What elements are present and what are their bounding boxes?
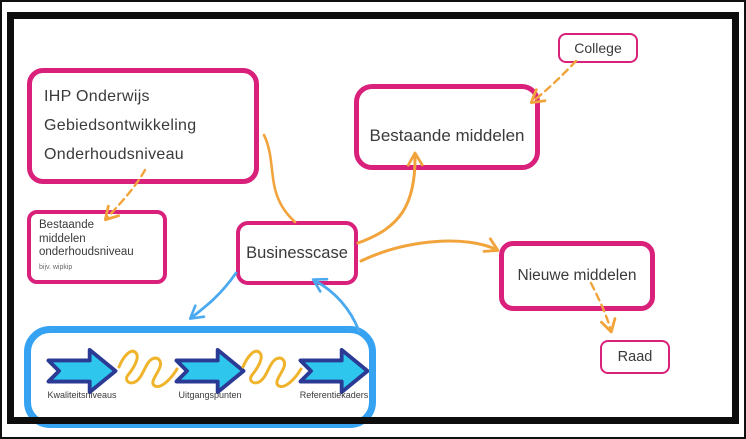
box-businesscase: Businesscase (236, 221, 358, 285)
box-college-label: College (574, 40, 622, 56)
squiggle-connector (117, 349, 179, 389)
box-ihp-line: Gebiedsontwikkeling (44, 116, 197, 134)
box-raad: Raad (600, 340, 670, 374)
arrow-kaders-to-businesscase (311, 277, 361, 333)
squiggle-connector (241, 349, 303, 389)
box-bestaande-middelen-klein: Bestaande middelen onderhoudsniveau bijv… (27, 210, 167, 284)
box-nieuwe-middelen-label: Nieuwe middelen (517, 267, 637, 284)
step-label-uitgangspunten: Uitgangspunten (178, 390, 242, 400)
process-steps-graphic (46, 348, 369, 394)
box-ihp-line: IHP Onderwijs (44, 88, 150, 106)
box-raad-label: Raad (617, 349, 653, 365)
box-ihp-line: Onderhoudsniveau (44, 145, 185, 163)
step-label-kwaliteitsniveaus: Kwaliteitsniveaus (47, 390, 117, 400)
box-ihp-onderwijs: IHP Onderwijs Gebiedsontwikkeling Onderh… (27, 68, 259, 184)
box-klein-line: onderhoudsniveau (39, 246, 134, 258)
box-businesscase-label: Businesscase (246, 243, 348, 262)
box-bestaande-middelen: Bestaande middelen (354, 84, 540, 170)
box-klein-note: bijv. wipkip (39, 263, 73, 271)
right-block-arrow-icon (298, 348, 369, 394)
arrow-businesscase-to-nieuwe-middelen (359, 237, 500, 263)
right-block-arrow-icon (46, 348, 118, 394)
right-block-arrow-icon (174, 348, 246, 394)
box-klein-line: Bestaande (39, 219, 94, 231)
box-nieuwe-middelen: Nieuwe middelen (499, 241, 655, 311)
box-klein-line: middelen (39, 232, 86, 245)
box-college: College (558, 33, 638, 63)
step-label-referentiekaders: Referentiekaders (299, 390, 369, 400)
box-bestaande-middelen-label: Bestaande middelen (369, 126, 525, 145)
arrow-businesscase-to-kaders (188, 271, 238, 320)
line-ihp-to-businesscase (262, 133, 297, 224)
box-kaders-container: Kwaliteitsniveaus Uitgangspunten Referen… (24, 326, 376, 428)
